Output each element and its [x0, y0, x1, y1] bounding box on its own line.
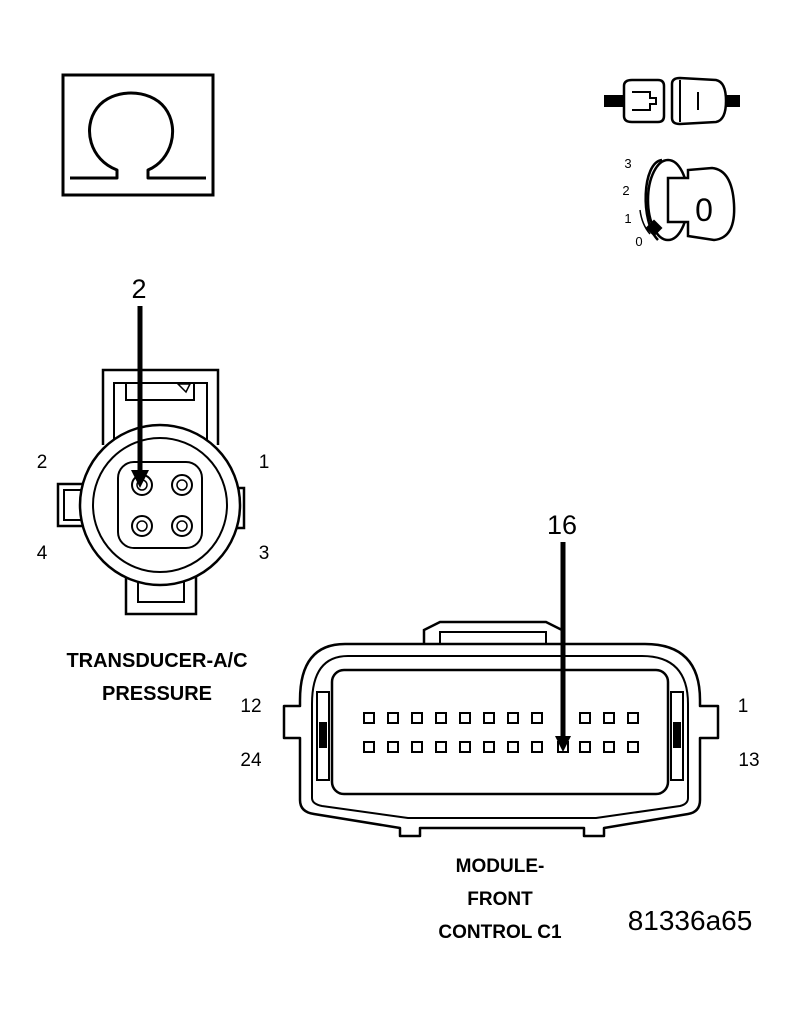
pin-cavity — [627, 712, 639, 724]
pin-label-bottom-right: 3 — [259, 543, 270, 564]
pin-label-bottom-left: 24 — [240, 750, 262, 771]
pin-cavity — [579, 712, 591, 724]
pin-cavity — [411, 741, 423, 753]
pin-cavity — [387, 741, 399, 753]
pin-label-top-left: 12 — [240, 696, 261, 717]
pin-cavity — [507, 712, 519, 724]
pin-label-bottom-left: 4 — [37, 543, 48, 564]
pin-cavity — [459, 712, 471, 724]
connector-name-line2: PRESSURE — [102, 683, 212, 705]
ohm-icon — [61, 73, 215, 197]
figure-id: 81336a65 — [628, 905, 753, 936]
connector-name-line1: MODULE- — [456, 856, 545, 877]
pin-cavity — [131, 515, 153, 537]
pin-cavity — [435, 741, 447, 753]
ignition-key-icon: 3 2 1 0 0 — [622, 156, 736, 249]
pin-cavity — [171, 515, 193, 537]
callout-pin-number: 16 — [547, 510, 577, 540]
pin-label-top-right: 1 — [738, 696, 749, 717]
multimeter-probe-icon — [604, 76, 740, 126]
pin-cavity — [363, 712, 375, 724]
ignition-position-3: 3 — [624, 156, 631, 171]
pin-cavity — [387, 712, 399, 724]
connector-transducer-ac-pressure: 2 2 1 4 3 TRANSDUCER-A/C PRESSURE — [37, 274, 270, 705]
pin-cavity — [483, 712, 495, 724]
pin-cavity — [579, 741, 591, 753]
pin-cavity — [603, 712, 615, 724]
pin-cavity — [531, 741, 543, 753]
callout-arrow-pin-16 — [555, 542, 571, 752]
pin-cavity — [483, 741, 495, 753]
pin-cavity — [627, 741, 639, 753]
pin-cavity — [459, 741, 471, 753]
key-position-label: 0 — [695, 192, 713, 228]
pin-cavity — [507, 741, 519, 753]
pin-cavity — [411, 712, 423, 724]
pin-cavity — [435, 712, 447, 724]
pin-label-top-right: 1 — [259, 452, 270, 473]
connector-name-line3: CONTROL C1 — [438, 922, 562, 943]
connector-module-front-control-c1: 16 12 1 24 13 MODULE- FRONT CONTROL C1 — [240, 510, 759, 943]
ignition-position-0: 0 — [635, 234, 642, 249]
ignition-position-1: 1 — [624, 211, 631, 226]
pin-cavity — [531, 712, 543, 724]
ignition-position-2: 2 — [622, 183, 629, 198]
connector-name-line1: TRANSDUCER-A/C — [66, 650, 247, 672]
pin-cavity — [363, 741, 375, 753]
callout-pin-number: 2 — [131, 274, 146, 304]
pin-cavity — [171, 474, 193, 496]
pin-label-bottom-right: 13 — [738, 750, 759, 771]
callout-arrow-pin-2 — [131, 306, 149, 488]
connector-name-line2: FRONT — [467, 889, 533, 910]
pin-cavity — [603, 741, 615, 753]
pin-label-top-left: 2 — [37, 452, 48, 473]
